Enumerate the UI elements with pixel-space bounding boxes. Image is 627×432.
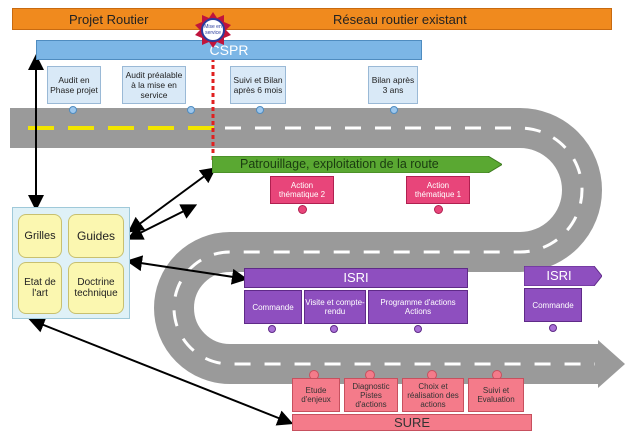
tool-guides: Guides <box>68 214 124 258</box>
isri-label-2: ISRI <box>546 268 572 283</box>
commissioning-seal-icon: Mise en service <box>195 12 231 48</box>
cspr-marker-4 <box>390 106 398 114</box>
patrol-label: Patrouillage, exploitation de la route <box>240 157 439 171</box>
cspr-stage-2: Audit préalable à la mise en service <box>122 66 186 104</box>
isri-marker-3 <box>414 325 422 333</box>
sure-step-4: Suivi et Evaluation <box>468 378 524 412</box>
isri-commande-2: Commande <box>524 288 582 322</box>
tool-doctrine: Doctrine technique <box>68 262 124 314</box>
isri-programme: Programme d'actions Actions <box>368 290 468 324</box>
sure-step-3: Choix et réalisation des actions <box>402 378 464 412</box>
sure-bar: SURE <box>292 414 532 431</box>
cspr-stage-3: Suivi et Bilan après 6 mois <box>230 66 286 104</box>
action-1-marker <box>434 205 443 214</box>
isri-bar: ISRI <box>244 268 468 288</box>
project-label: Projet Routier <box>69 12 149 27</box>
tool-etat-de-l-art: Etat de l'art <box>18 262 62 314</box>
isri-arrow-2 <box>523 265 603 287</box>
tool-grilles: Grilles <box>18 214 62 258</box>
isri-marker-2 <box>330 325 338 333</box>
project-network-banner: Projet Routier Réseau routier existant <box>12 8 612 30</box>
isri-visite: Visite et compte-rendu <box>304 290 366 324</box>
isri-marker-4 <box>549 324 557 332</box>
network-label: Réseau routier existant <box>333 12 467 27</box>
sure-step-1: Etude d'enjeux <box>292 378 340 412</box>
isri-commande: Commande <box>244 290 302 324</box>
action-thematic-2: Action thématique 2 <box>270 176 334 204</box>
patrol-arrow: Patrouillage, exploitation de la route <box>211 155 503 174</box>
cspr-marker-3 <box>256 106 264 114</box>
cspr-stage-1: Audit en Phase projet <box>47 66 101 104</box>
action-thematic-1: Action thématique 1 <box>406 176 470 204</box>
cspr-stage-4: Bilan après 3 ans <box>368 66 418 104</box>
cspr-bar: CSPR <box>36 40 422 60</box>
seal-text: Mise en service <box>201 18 225 42</box>
cspr-marker-1 <box>69 106 77 114</box>
sure-step-2: Diagnostic Pistes d'actions <box>344 378 398 412</box>
isri-marker-1 <box>268 325 276 333</box>
action-2-marker <box>298 205 307 214</box>
cspr-marker-2 <box>187 106 195 114</box>
